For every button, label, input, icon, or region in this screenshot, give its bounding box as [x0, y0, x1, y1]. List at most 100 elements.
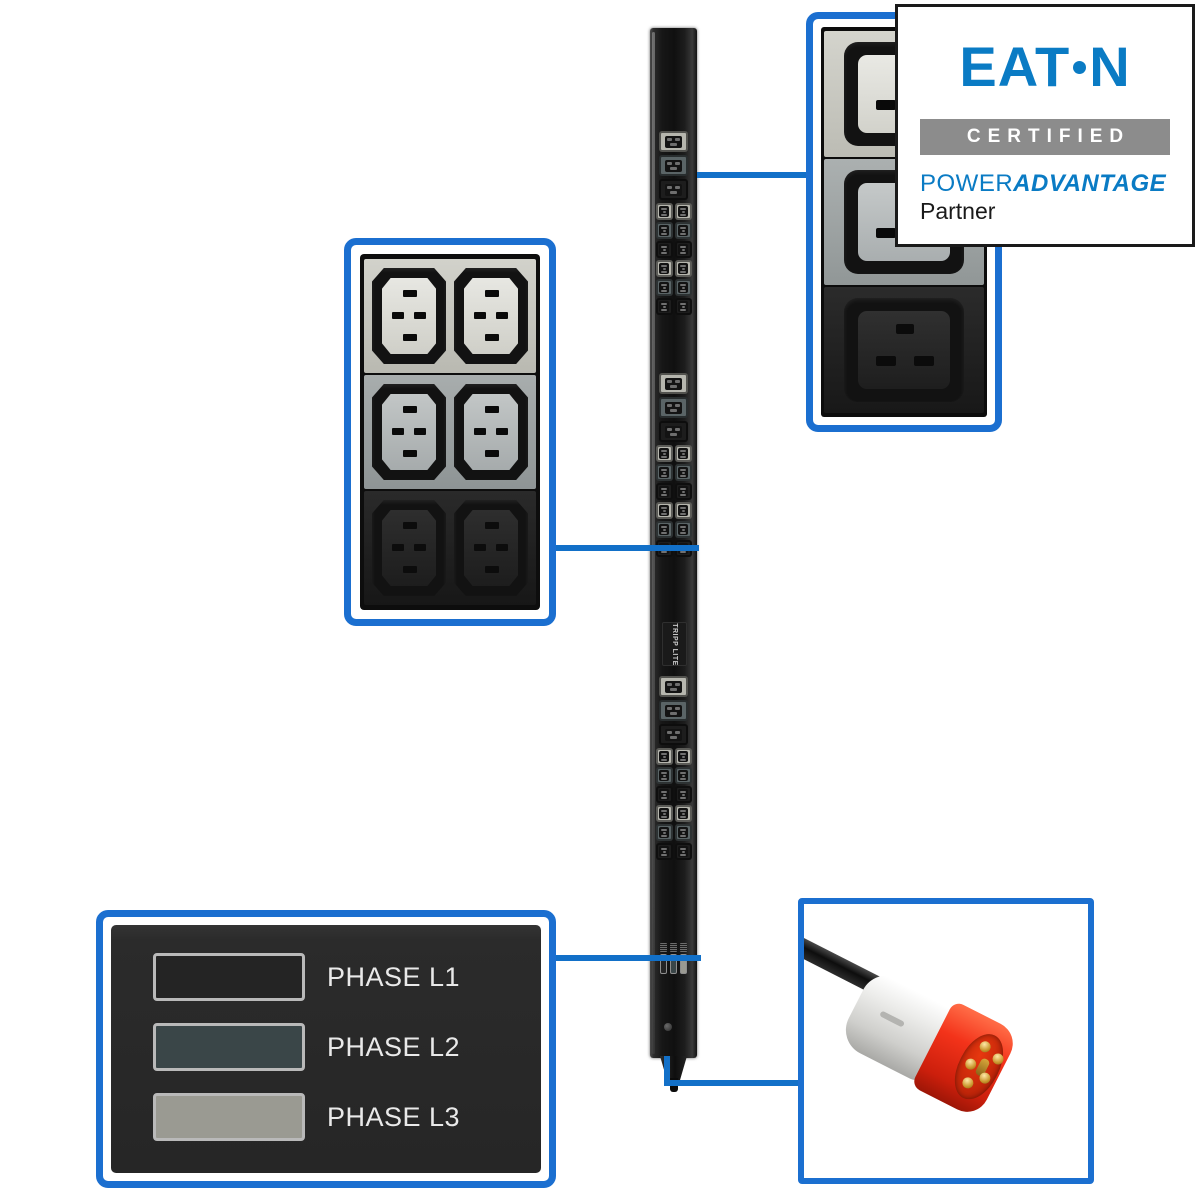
pdu-c13-outlet[interactable]	[674, 748, 692, 765]
pdu-c13-outlet[interactable]	[655, 445, 673, 462]
pdu-c13-outlet[interactable]	[674, 786, 692, 803]
pdu-c13-row	[654, 203, 693, 220]
pdu-c19-outlet[interactable]	[659, 131, 688, 152]
c13-outlet-callout	[344, 238, 556, 626]
eaton-dot-icon	[1073, 60, 1087, 74]
pdu-c13-outlet[interactable]	[655, 241, 673, 258]
pdu-c13-outlet[interactable]	[655, 805, 673, 822]
pdu-c13-outlet[interactable]	[655, 298, 673, 315]
phase-label-l2: PHASE L2	[327, 1031, 461, 1062]
pdu-c13-row	[654, 502, 693, 519]
pdu-bank-1	[654, 131, 693, 317]
pdu-brand-plate: TRIPP LITE	[662, 622, 687, 666]
pdu-c19-outlet[interactable]	[659, 179, 688, 200]
phase-legend-row: PHASE L2	[153, 1023, 541, 1071]
pdu-c13-row	[654, 786, 693, 803]
pdu-c13-outlet[interactable]	[655, 279, 673, 296]
pdu-c13-outlet[interactable]	[674, 483, 692, 500]
phase-legend-row: PHASE L1	[153, 953, 541, 1001]
pdu-phase-ticks	[657, 943, 690, 952]
pdu-c13-outlet[interactable]	[655, 502, 673, 519]
pdu-phase-bar-l1	[660, 954, 667, 974]
pdu-c13-outlet[interactable]	[674, 843, 692, 860]
pdu-c13-row	[654, 483, 693, 500]
pdu-mounting-screw	[664, 1023, 672, 1031]
c13-outlet[interactable]	[454, 268, 528, 364]
pdu-c13-outlet[interactable]	[655, 483, 673, 500]
advantage-text: ADVANTAGE	[1013, 170, 1167, 197]
c19-outlet[interactable]	[844, 298, 964, 402]
certified-banner: CERTIFIED	[920, 119, 1170, 155]
c13-outlet[interactable]	[454, 384, 528, 480]
pdu-c19-outlet[interactable]	[659, 155, 688, 176]
c13-phase-band-l2	[364, 375, 536, 489]
connector-line-plug-vertical	[664, 1056, 670, 1086]
c13-outlet[interactable]	[372, 384, 446, 480]
c13-outlet[interactable]	[372, 500, 446, 596]
phase-legend-panel: PHASE L1 PHASE L2 PHASE L3	[111, 925, 541, 1173]
phase-legend-row: PHASE L3	[153, 1093, 541, 1141]
c13-callout-panel	[360, 254, 540, 610]
pdu-c13-outlet[interactable]	[674, 260, 692, 277]
pdu-c13-outlet[interactable]	[674, 241, 692, 258]
pdu-c13-row	[654, 279, 693, 296]
pdu-brand-text: TRIPP LITE	[671, 622, 679, 666]
pdu-c13-outlet[interactable]	[674, 805, 692, 822]
pdu-c13-row	[654, 824, 693, 841]
connector-line-c19	[697, 172, 809, 178]
pdu-c13-outlet[interactable]	[655, 521, 673, 538]
pdu-c19-outlet[interactable]	[659, 397, 688, 418]
pdu-c13-outlet[interactable]	[655, 260, 673, 277]
c19-phase-band-l1	[824, 287, 984, 413]
pdu-c13-outlet[interactable]	[674, 767, 692, 784]
pdu-c13-row	[654, 767, 693, 784]
connector-line-plug-horizontal	[664, 1080, 804, 1086]
c13-outlet[interactable]	[454, 500, 528, 596]
phase-swatch-l3	[153, 1093, 305, 1141]
c13-phase-band-l1	[364, 491, 536, 605]
pdu-phase-bar-l2	[670, 954, 677, 974]
plug-photo	[804, 904, 1088, 1178]
pdu-c13-outlet[interactable]	[655, 767, 673, 784]
eaton-logo: EAT N	[920, 39, 1170, 95]
pdu-c13-outlet[interactable]	[674, 222, 692, 239]
pdu-c19-outlet[interactable]	[659, 676, 688, 697]
phase-legend-callout: PHASE L1 PHASE L2 PHASE L3	[96, 910, 556, 1188]
pdu-c13-outlet[interactable]	[655, 824, 673, 841]
pdu-c13-row	[654, 464, 693, 481]
power-text: POWER	[920, 170, 1014, 197]
eaton-brand-text: EAT	[959, 35, 1071, 98]
pdu-c19-outlet[interactable]	[659, 700, 688, 721]
vertical-pdu-strip: TRIPP LITE	[650, 28, 697, 1092]
pdu-c13-outlet[interactable]	[655, 222, 673, 239]
eaton-certified-badge: EAT N CERTIFIED POWERADVANTAGE Partner	[895, 4, 1195, 247]
phase-swatch-l2	[153, 1023, 305, 1071]
pdu-c13-row	[654, 748, 693, 765]
pdu-bank-2	[654, 373, 693, 559]
pdu-c13-outlet[interactable]	[674, 521, 692, 538]
input-plug-callout	[798, 898, 1094, 1184]
pdu-phase-bar-l3	[680, 954, 687, 974]
pdu-c19-outlet[interactable]	[659, 373, 688, 394]
pdu-c13-row	[654, 222, 693, 239]
pdu-c19-outlet[interactable]	[659, 421, 688, 442]
pdu-c13-row	[654, 805, 693, 822]
pdu-c13-row	[654, 298, 693, 315]
pdu-c13-outlet[interactable]	[655, 843, 673, 860]
pdu-c13-outlet[interactable]	[655, 786, 673, 803]
pdu-c13-outlet[interactable]	[674, 824, 692, 841]
pdu-c19-outlet[interactable]	[659, 724, 688, 745]
pdu-c13-outlet[interactable]	[655, 464, 673, 481]
pdu-c13-outlet[interactable]	[674, 298, 692, 315]
eaton-brand-text-end: N	[1089, 35, 1131, 98]
phase-swatch-l1	[153, 953, 305, 1001]
pdu-c13-outlet[interactable]	[674, 502, 692, 519]
pdu-c13-outlet[interactable]	[655, 203, 673, 220]
pdu-c13-outlet[interactable]	[674, 203, 692, 220]
pdu-c13-outlet[interactable]	[674, 464, 692, 481]
pdu-c13-outlet[interactable]	[674, 279, 692, 296]
c13-outlet[interactable]	[372, 268, 446, 364]
pdu-c13-outlet[interactable]	[655, 748, 673, 765]
pdu-c13-outlet[interactable]	[674, 445, 692, 462]
